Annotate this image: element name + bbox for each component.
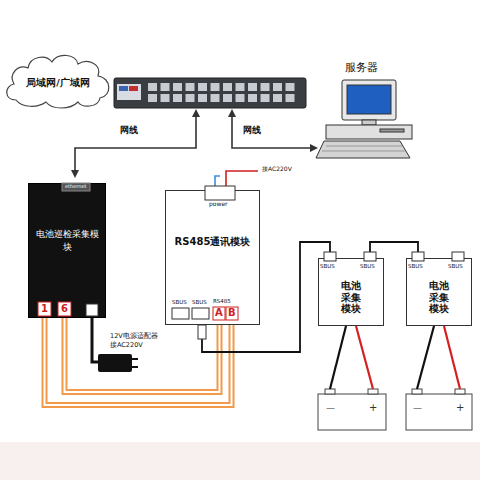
label-text: 服务器 bbox=[345, 62, 378, 74]
switch-port bbox=[186, 83, 195, 91]
switch-port bbox=[186, 94, 195, 102]
label-text: SBUS bbox=[360, 263, 375, 269]
label-text: SBUS bbox=[408, 263, 423, 269]
switch-port bbox=[261, 94, 270, 102]
terminal bbox=[192, 308, 209, 319]
label-text: SBUS bbox=[448, 263, 463, 269]
terminal bbox=[452, 252, 464, 261]
label-text: 接AC220V bbox=[262, 166, 292, 173]
label-text: SBUS bbox=[192, 299, 207, 305]
terminal bbox=[324, 252, 336, 261]
cable-connector bbox=[65, 318, 220, 392]
node-text: 电池 采集 模块 bbox=[427, 280, 451, 315]
network-cloud: 局域网/广域网 bbox=[2, 50, 114, 110]
label-text: ethernet bbox=[65, 184, 86, 190]
node-text: 局域网/广域网 bbox=[26, 71, 89, 90]
terminal bbox=[412, 252, 424, 261]
switch-port bbox=[198, 94, 207, 102]
node-text: 电池 采集 模块 bbox=[339, 280, 363, 315]
terminal bbox=[198, 325, 206, 339]
terminal bbox=[86, 304, 98, 316]
switch-port bbox=[286, 83, 295, 91]
switch-port bbox=[173, 94, 182, 102]
arrowhead bbox=[71, 109, 318, 178]
label-text: A bbox=[215, 307, 223, 318]
bus-connector bbox=[370, 242, 418, 258]
switch-port bbox=[173, 83, 182, 91]
battery bbox=[318, 389, 472, 430]
ethernet-port bbox=[62, 183, 90, 191]
switch-port bbox=[211, 83, 220, 91]
switch-port bbox=[273, 94, 282, 102]
footer-band bbox=[0, 442, 480, 480]
network-switch bbox=[114, 78, 306, 108]
power-terminal bbox=[205, 186, 235, 200]
switch-port bbox=[148, 94, 157, 102]
switch-port bbox=[286, 94, 295, 102]
label-text: SBUS bbox=[172, 299, 187, 305]
label-text: 12V电源适配器 bbox=[110, 333, 158, 340]
server-computer bbox=[316, 80, 412, 158]
terminal bbox=[364, 252, 376, 261]
label-text: + bbox=[369, 402, 377, 413]
inspection-module: 电池巡检采集模块 bbox=[28, 183, 106, 318]
label-text: — bbox=[413, 404, 422, 414]
network-cable bbox=[75, 114, 312, 172]
label-text: — bbox=[326, 404, 335, 414]
terminal bbox=[226, 307, 238, 320]
switch-port bbox=[161, 83, 170, 91]
switch-port bbox=[198, 83, 207, 91]
label-text: 网线 bbox=[120, 126, 138, 136]
label-text: SBUS bbox=[320, 263, 335, 269]
label-text: 1 bbox=[41, 303, 48, 314]
label-text: RS485 bbox=[213, 298, 231, 304]
cable-core bbox=[45, 318, 232, 405]
switch-port bbox=[248, 94, 257, 102]
switch-port bbox=[211, 94, 220, 102]
switch-port bbox=[236, 83, 245, 91]
terminal bbox=[38, 302, 51, 316]
terminal bbox=[172, 308, 189, 319]
label-text: power bbox=[209, 201, 228, 208]
terminal bbox=[213, 307, 225, 320]
label-text: 接AC220V bbox=[110, 342, 143, 349]
battery-wire bbox=[330, 326, 460, 389]
switch-port bbox=[261, 83, 270, 91]
label-text: B bbox=[228, 307, 236, 318]
switch-port bbox=[273, 83, 282, 91]
switch-port bbox=[223, 83, 232, 91]
node-text: 电池巡检采集模块 bbox=[32, 228, 102, 254]
switch-port bbox=[148, 83, 157, 91]
switch-port bbox=[161, 94, 170, 102]
label-text: 6 bbox=[61, 303, 68, 314]
label-text: 网线 bbox=[243, 126, 261, 136]
switch-port bbox=[223, 94, 232, 102]
cable-connector bbox=[45, 318, 232, 405]
terminal bbox=[58, 302, 71, 316]
label-text: + bbox=[456, 402, 464, 413]
switch-port bbox=[248, 83, 257, 91]
cable-core bbox=[65, 318, 220, 392]
node-text: RS485通讯模块 bbox=[166, 235, 259, 249]
switch-port bbox=[236, 94, 245, 102]
